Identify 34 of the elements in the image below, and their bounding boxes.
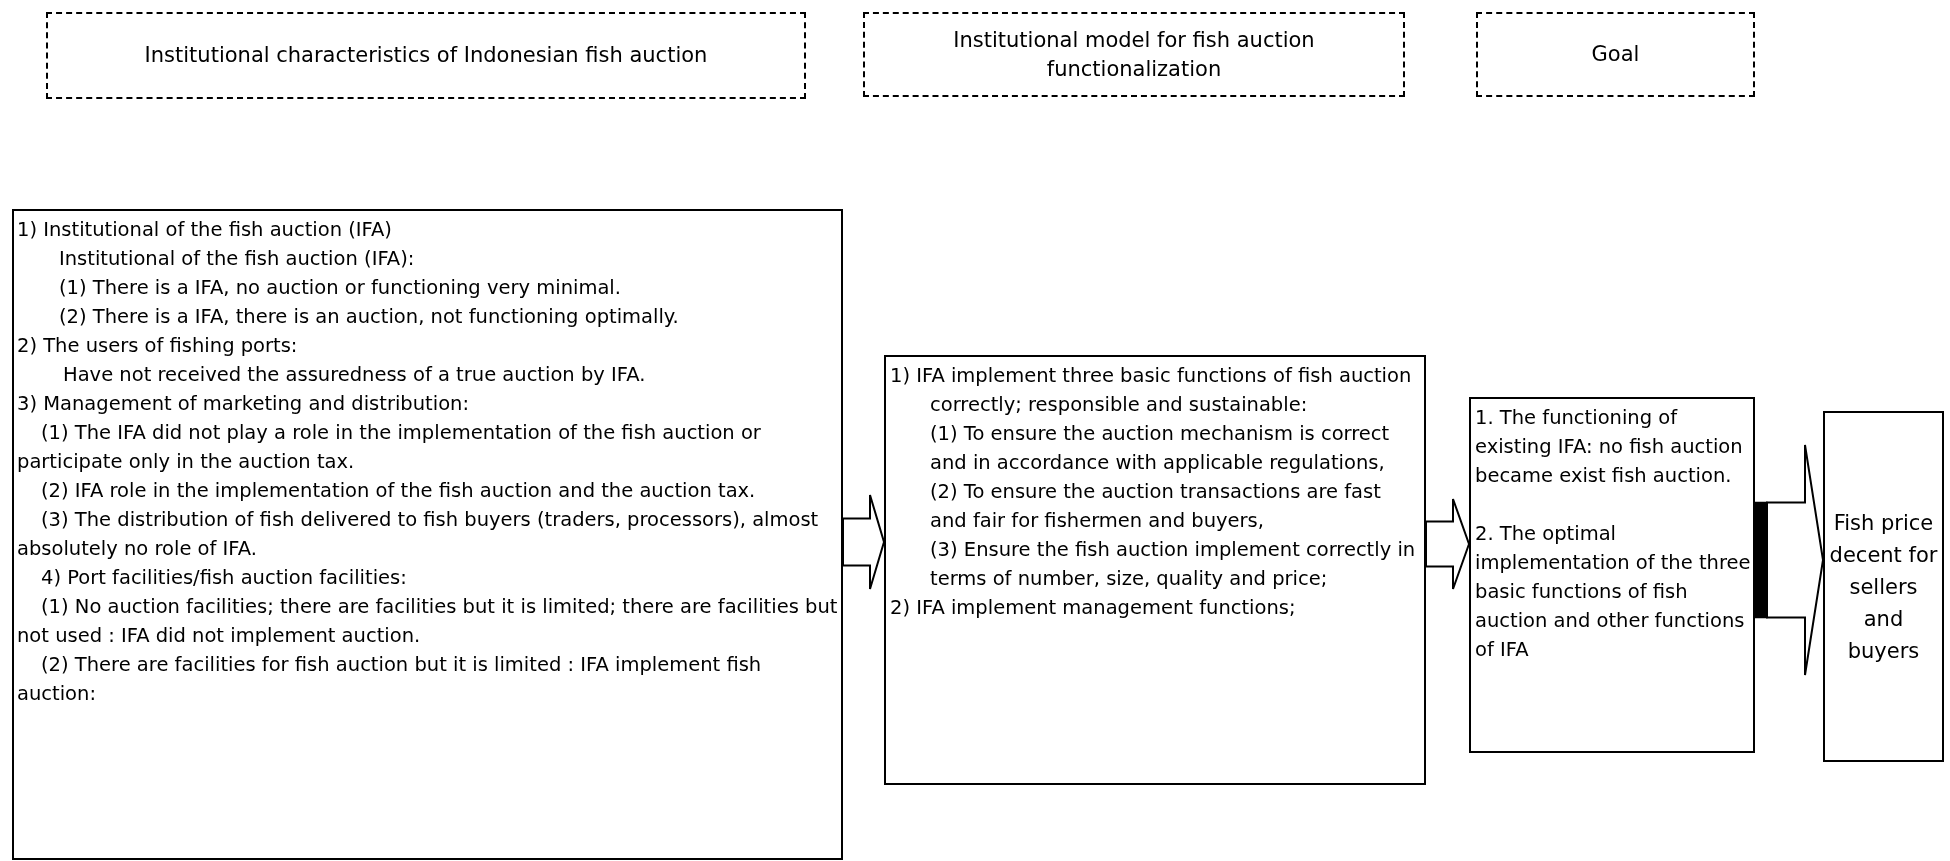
box-text: (2) There is a IFA, there is an auction, not functioning optimally.: [58, 304, 680, 330]
box-text: (2) IFA role in the implementation of the fish auction and the auction tax.: [40, 478, 757, 504]
text-box: [884, 355, 1426, 785]
box-text: Institutional of the fish auction (IFA):: [58, 246, 416, 272]
box-text: 1) IFA implement three basic functions of fish auction correctly; responsible and sustainable:: [890, 363, 1413, 418]
box-text: 2) IFA implement management functions;: [890, 595, 1297, 621]
text-box: [1823, 411, 1944, 762]
box-text: (1) The IFA did not play a role in the implementation of the fish auction or participate only in the auction tax.: [17, 420, 762, 475]
block-arrow: [842, 494, 886, 590]
box-text: 2) The users of fishing ports:: [17, 333, 299, 359]
box-text: Have not received the assuredness of a true auction by IFA.: [62, 362, 647, 388]
box-text: 1) Institutional of the fish auction (IFA): [17, 217, 393, 243]
box-text: Goal: [1590, 41, 1641, 68]
box-text: (1) To ensure the auction mechanism is correct and in accordance with applicable regulations,: [929, 421, 1391, 476]
dashed-header-box: [46, 12, 806, 99]
box-text: (2) There are facilities for fish auction but it is limited : IFA implement fish auction:: [17, 652, 763, 707]
text-box: [12, 209, 843, 860]
box-text: 1. The functioning of existing IFA: no fish auction became exist fish auction.: [1475, 405, 1744, 489]
box-text: (3) Ensure the fish auction implement correctly in terms of number, size, quality and price;: [929, 537, 1417, 592]
box-text: (1) No auction facilities; there are facilities but it is limited; there are facilities but not used : IFA did not implement auction.: [17, 594, 839, 649]
box-text: 2. The optimal implementation of the three basic functions of fish auction and other functions of IFA: [1475, 521, 1751, 663]
box-text: (1) There is a IFA, no auction or functioning very minimal.: [58, 275, 622, 301]
box-text: Fish price decent for sellers and buyers: [1829, 509, 1938, 665]
box-text: 3) Management of marketing and distribution:: [17, 391, 470, 417]
box-text: Institutional model for fish auction functionalization: [952, 26, 1316, 83]
box-text: (3) The distribution of fish delivered to fish buyers (traders, processors), almost absolutely no role of IFA.: [17, 507, 820, 562]
box-text: Institutional characteristics of Indonesian fish auction: [143, 42, 709, 69]
box-text: (2) To ensure the auction transactions are fast and fair for fishermen and buyers,: [929, 479, 1382, 534]
block-arrow: [1425, 498, 1471, 590]
text-box: [1469, 397, 1755, 753]
box-text: 4) Port facilities/fish auction facilities:: [40, 565, 408, 591]
block-arrow: [1754, 444, 1824, 676]
dashed-header-box: [863, 12, 1405, 97]
dashed-header-box: [1476, 12, 1755, 97]
